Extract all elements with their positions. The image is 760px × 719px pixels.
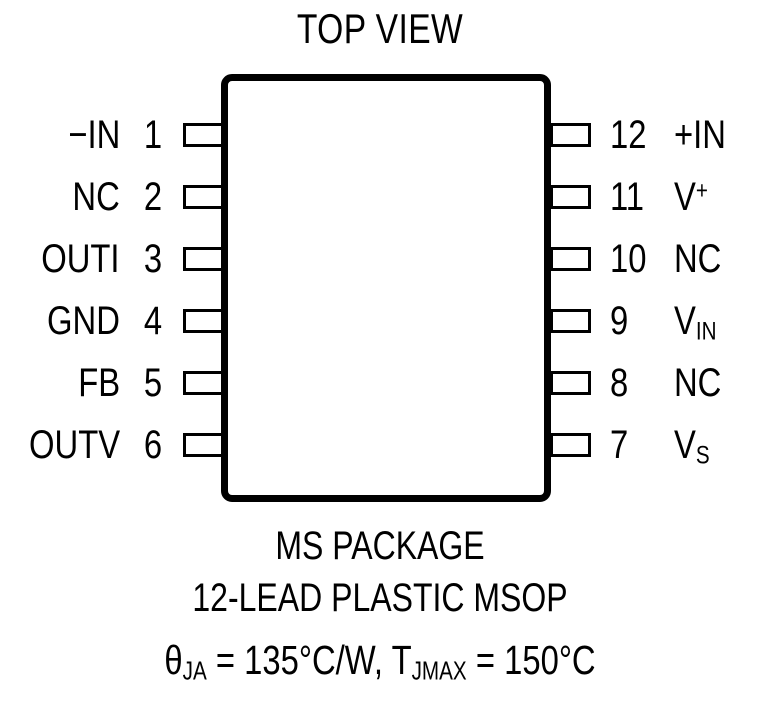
pin-name-9: VIN <box>674 299 717 346</box>
pin-number-1: 1 <box>143 113 163 157</box>
pin-name-11: V+ <box>674 175 708 219</box>
pin-lead-3 <box>183 247 224 271</box>
pin-name-12: +IN <box>674 113 726 157</box>
pin-lead-7 <box>550 433 591 457</box>
pin-name-10: NC <box>674 237 722 281</box>
pin-lead-11 <box>550 185 591 209</box>
pin-name-6: OUTV <box>28 423 120 467</box>
pin-lead-1 <box>183 123 224 147</box>
pin-name-3: OUTI <box>41 237 120 281</box>
pin-label-row-12: 12 +IN <box>610 112 760 158</box>
pin-lead-9 <box>550 309 591 333</box>
pin-number-5: 5 <box>143 361 163 405</box>
pin-label-row-10: 10 NC <box>610 236 760 282</box>
pin-number-7: 7 <box>610 423 629 467</box>
pin-number-10: 10 <box>610 237 647 281</box>
pin-number-8: 8 <box>610 361 629 405</box>
pin-label-row-3: OUTI 3 <box>0 236 170 282</box>
pin-label-row-2: NC 2 <box>0 174 170 220</box>
pin-number-12: 12 <box>610 113 647 157</box>
pin-number-3: 3 <box>143 237 163 281</box>
pin-name-1: −IN <box>68 113 120 157</box>
pin-number-6: 6 <box>143 423 163 467</box>
pin-label-row-11: 11 V+ <box>610 174 760 220</box>
package-body-outline <box>221 74 551 502</box>
pin-name-2: NC <box>72 175 120 219</box>
pin-number-4: 4 <box>143 299 163 343</box>
pin-label-row-8: 8 NC <box>610 360 760 406</box>
pin-lead-5 <box>183 371 224 395</box>
pin-lead-12 <box>550 123 591 147</box>
pin-label-row-1: −IN 1 <box>0 112 170 158</box>
pin-name-7: VS <box>674 423 710 470</box>
pin-lead-2 <box>183 185 224 209</box>
pin-label-row-9: 9 VIN <box>610 298 760 344</box>
pin-label-row-4: GND 4 <box>0 298 170 344</box>
pin-number-2: 2 <box>143 175 163 219</box>
pin-name-5: FB <box>78 361 120 405</box>
package-name-caption: MS PACKAGE <box>275 524 485 568</box>
pin-number-9: 9 <box>610 299 629 343</box>
pin-name-8: NC <box>674 361 722 405</box>
package-description-caption: 12-LEAD PLASTIC MSOP <box>192 576 568 620</box>
pin-lead-10 <box>550 247 591 271</box>
pin-lead-6 <box>183 433 224 457</box>
pin-number-11: 11 <box>610 175 645 219</box>
pin-name-4: GND <box>47 299 120 343</box>
pin-lead-4 <box>183 309 224 333</box>
pin-label-row-5: FB 5 <box>0 360 170 406</box>
thermal-spec-caption: θJA = 135°C/W, TJMAX = 150°C <box>164 637 596 686</box>
figure-title: TOP VIEW <box>296 5 464 52</box>
pin-label-row-6: OUTV 6 <box>0 422 170 468</box>
pin-label-row-7: 7 VS <box>610 422 760 468</box>
pin-lead-8 <box>550 371 591 395</box>
